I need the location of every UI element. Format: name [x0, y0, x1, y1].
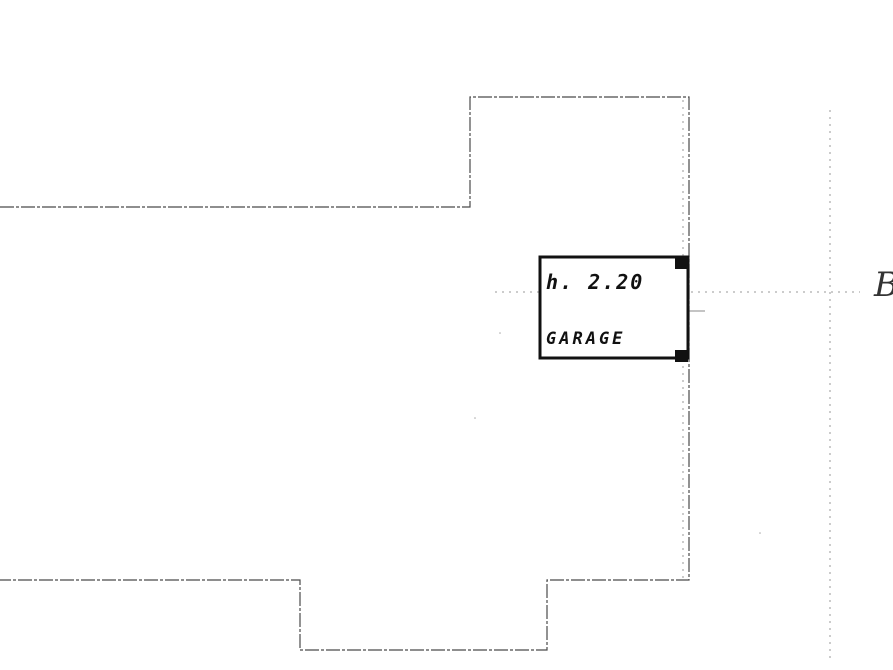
edge-glyph: B: [873, 265, 893, 305]
garage-label-box: [538, 255, 690, 360]
stray-dot: [499, 332, 501, 334]
garage-room: h. 2.20 GARAGE: [538, 255, 690, 362]
room-name-label: GARAGE: [546, 329, 625, 349]
corner-mark-bottom: [675, 350, 688, 362]
stray-dot: [759, 532, 761, 534]
stray-dot: [474, 417, 476, 419]
corner-mark-top: [675, 257, 688, 269]
building-outline: [0, 96, 690, 651]
room-height-label: h. 2.20: [546, 270, 644, 294]
